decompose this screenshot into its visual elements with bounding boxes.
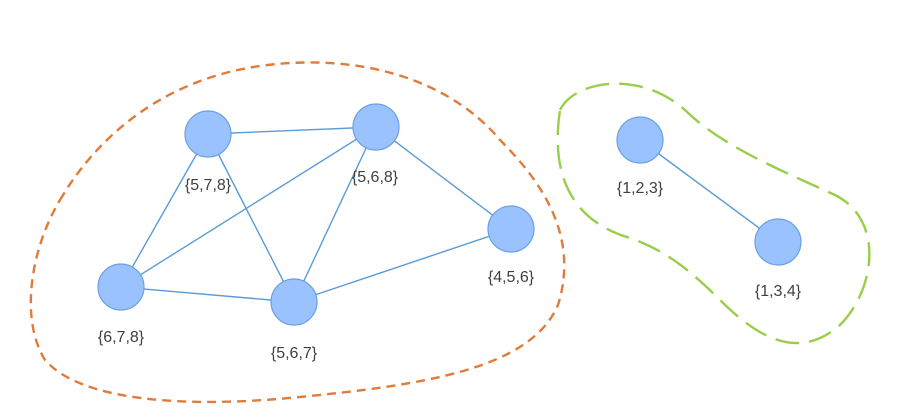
graph-node: {1,3,4} [754,218,802,300]
graph-node: {6,7,8} [97,263,145,346]
edge-n568-n456 [375,126,512,230]
node-circle [184,110,232,158]
edges-layer [120,126,779,303]
edge-n568-n678 [120,126,377,288]
graph-node: {1,2,3} [616,116,664,197]
left-cluster-outline [29,61,566,404]
node-circle [97,263,145,311]
nodes-layer: {5,7,8} {5,6,8} {4,5,6} {6,7,8} {5,6,7} {1,2,… [97,103,802,362]
node-circle [754,218,802,266]
right-cluster-outline [556,82,871,345]
node-label: {5,7,8} [185,177,232,194]
edge-n123-n134 [639,139,779,243]
edge-n578-n678 [120,133,209,288]
graph-node: {5,6,8} [352,103,400,186]
node-circle [487,205,535,253]
node-label: {5,6,7} [271,345,318,362]
edge-n578-n567 [207,133,295,303]
node-label: {4,5,6} [488,269,535,286]
node-label: {6,7,8} [98,329,145,346]
node-circle [352,103,400,151]
edge-n578-n568 [207,126,377,135]
node-label: {1,2,3} [617,180,664,197]
node-label: {1,3,4} [755,283,802,300]
edge-n567-n456 [293,228,512,303]
graph-node: {4,5,6} [487,205,535,286]
node-circle [270,278,318,326]
graph-node: {5,7,8} [184,110,232,194]
clusters-layer [29,61,871,404]
node-circle [616,116,664,164]
graph-node: {5,6,7} [270,278,318,362]
node-label: {5,6,8} [352,169,399,186]
edge-n678-n567 [120,286,295,303]
edge-n568-n567 [293,126,377,303]
